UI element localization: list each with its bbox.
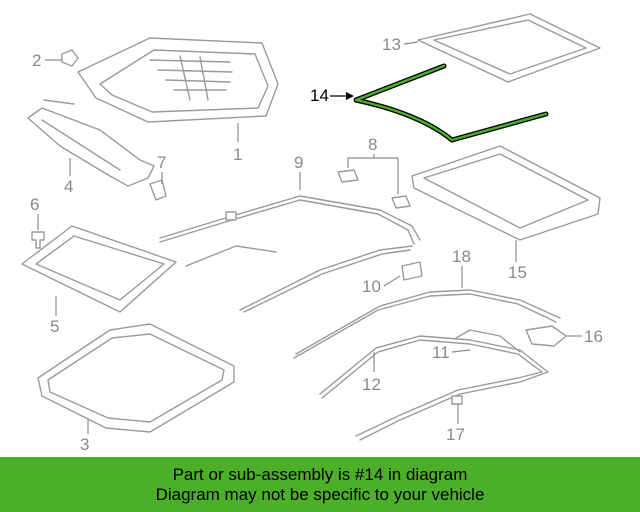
part-2-clip — [61, 49, 79, 67]
banner-line-2: Diagram may not be specific to your vehi… — [155, 484, 485, 504]
callout-6: 6 — [30, 195, 39, 214]
part-18-cable — [293, 289, 561, 359]
leader-14-arrowhead — [346, 92, 354, 100]
callout-5: 5 — [50, 317, 59, 336]
part-5-sunroof-frame — [21, 225, 177, 313]
part-7-bracket — [149, 179, 167, 201]
callout-18: 18 — [452, 247, 471, 266]
callout-3: 3 — [80, 435, 89, 454]
callout-14: 14 — [310, 86, 329, 105]
callout-12: 12 — [362, 375, 381, 394]
callout-2: 2 — [32, 51, 41, 70]
part-info-banner: Part or sub-assembly is #14 in diagram D… — [0, 457, 640, 512]
part-10-motor — [401, 261, 423, 281]
leader-8 — [347, 154, 399, 194]
part-15-sunshade — [411, 145, 601, 241]
part-17-connector — [451, 395, 463, 405]
callout-4: 4 — [64, 177, 73, 196]
part-9-drain-hoses — [159, 195, 421, 313]
callout-16: 16 — [584, 327, 603, 346]
leader-10 — [383, 275, 401, 287]
leader-13 — [403, 41, 419, 45]
part-8-clips — [337, 169, 411, 209]
callout-11: 11 — [432, 343, 450, 362]
part-1-roof-panel — [77, 37, 279, 123]
banner-line-1: Part or sub-assembly is #14 in diagram — [172, 464, 468, 484]
leader-11 — [451, 349, 471, 353]
callout-10: 10 — [362, 277, 381, 296]
part-4-front-frame — [27, 99, 155, 187]
callout-1: 1 — [233, 145, 242, 164]
part-14-weatherstrip — [353, 63, 549, 143]
callout-7: 7 — [157, 153, 166, 172]
callout-13: 13 — [382, 35, 401, 54]
part-3-seal-frame — [37, 323, 235, 433]
callout-9: 9 — [294, 153, 303, 172]
callout-17: 17 — [446, 425, 465, 444]
part-13-glass-panel — [417, 13, 601, 83]
callout-8: 8 — [368, 135, 377, 154]
part-11-guide-cable — [319, 329, 549, 441]
callout-15: 15 — [508, 263, 527, 282]
part-16-bracket — [525, 325, 567, 347]
part-6-push-clip — [31, 231, 45, 249]
parts-diagram: 1 2 4 7 6 5 3 9 — [21, 13, 603, 454]
